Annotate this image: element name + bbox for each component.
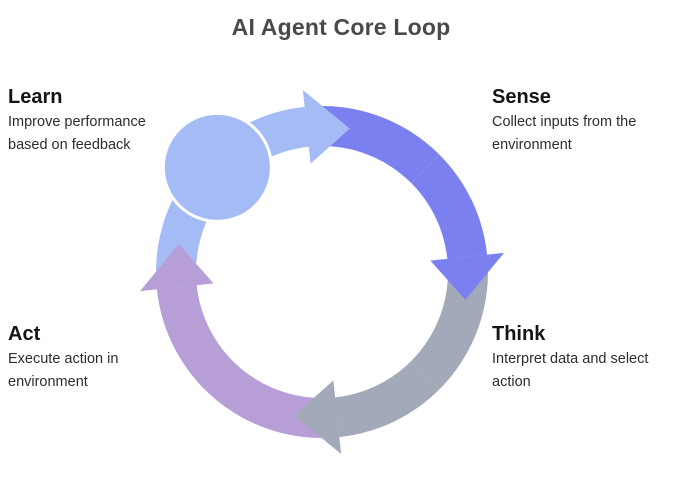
node-title-think: Think	[492, 323, 546, 345]
page-title: AI Agent Core Loop	[231, 14, 451, 40]
loop-arrowhead-think-to-act	[294, 380, 342, 454]
node-title-act: Act	[8, 323, 41, 345]
node-description-act: Execute action in environment	[8, 351, 119, 391]
loop-arrow-tail-think	[335, 361, 440, 438]
node-label-think: Think Interpret data and select action	[492, 323, 678, 394]
node-label-learn: Learn Improve performance based on feedb…	[8, 86, 178, 157]
node-label-act: Act Execute action in environment	[8, 323, 178, 394]
loop-arrowhead-act-to-learn	[140, 244, 214, 292]
node-label-sense: Sense Collect inputs from the environmen…	[492, 86, 678, 157]
node-description-learn: Improve performance based on feedback	[8, 114, 146, 154]
node-circle-learn	[161, 111, 273, 223]
loop-arrow-tail-act	[156, 285, 233, 390]
loop-arrow-tail-sense	[411, 154, 488, 259]
loop-arrowhead-learn-to-sense	[302, 90, 350, 164]
node-description-think: Interpret data and select action	[492, 351, 649, 391]
node-title-sense: Sense	[492, 86, 551, 108]
node-title-learn: Learn	[8, 86, 63, 108]
node-description-sense: Collect inputs from the environment	[492, 114, 637, 154]
loop-arrowhead-sense-to-think	[430, 252, 504, 300]
